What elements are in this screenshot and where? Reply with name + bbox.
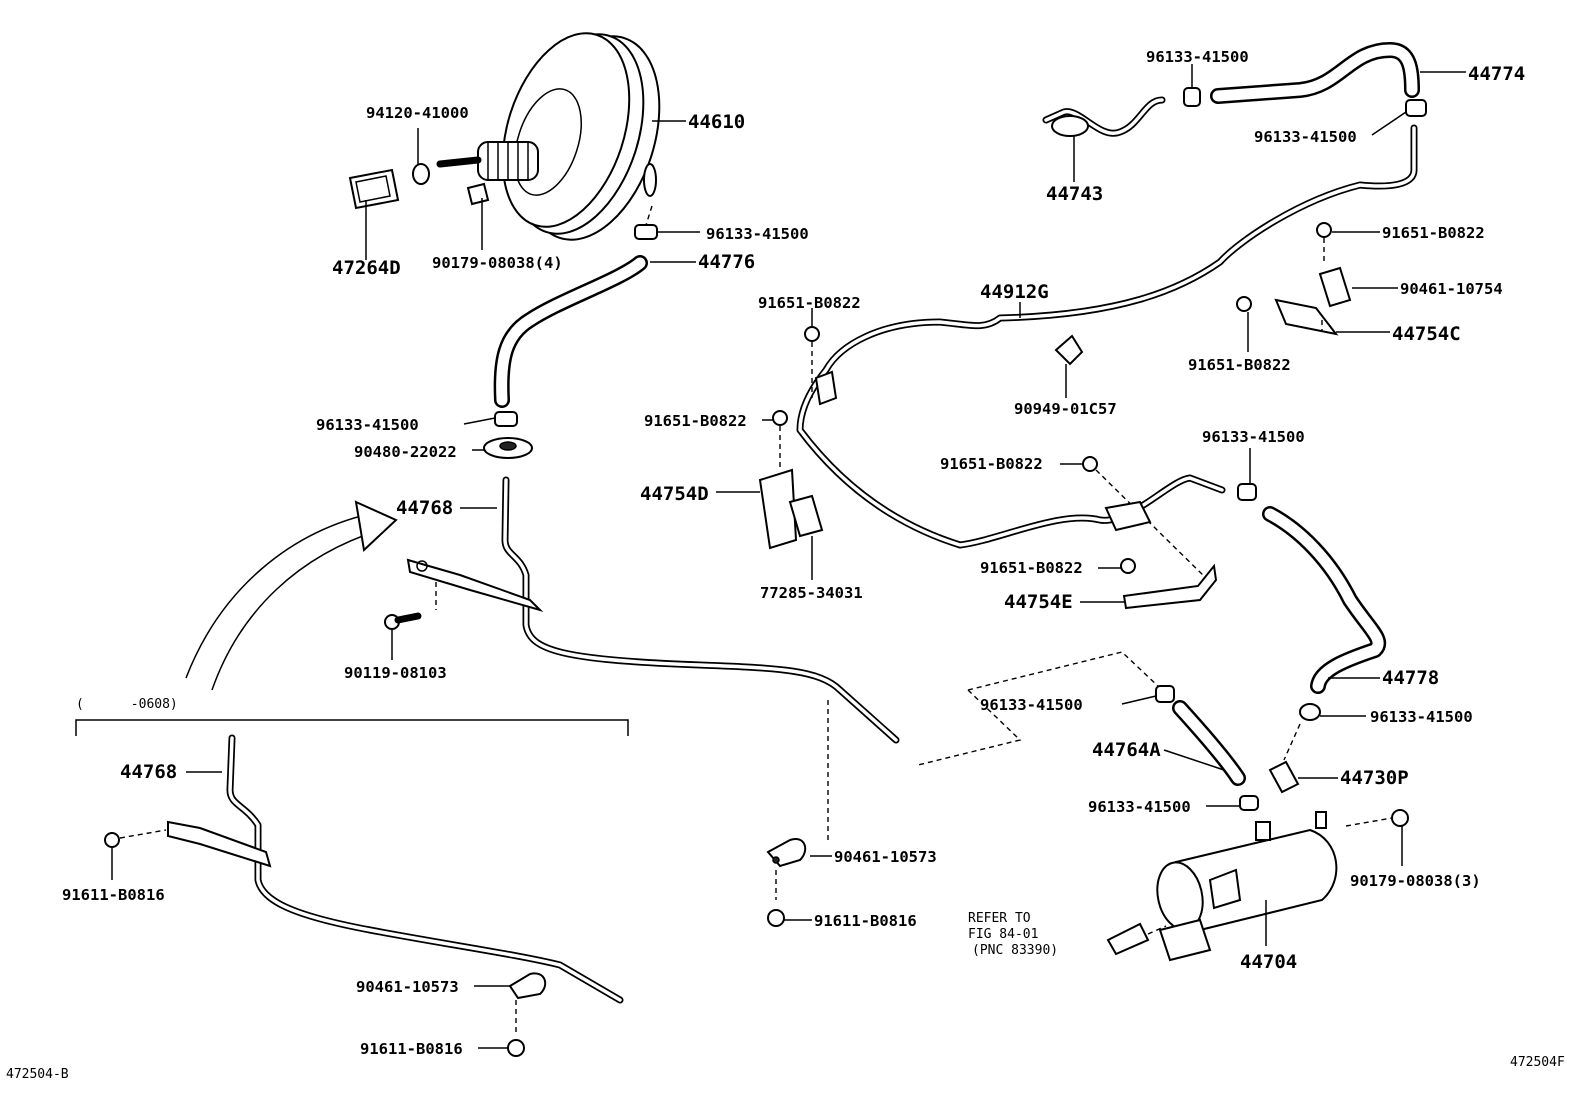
label-94120-41000: 94120-41000 xyxy=(366,104,469,122)
label-91651-B0822-a: 91651-B0822 xyxy=(1382,224,1485,242)
label-90179-08038-3: 90179-08038(3) xyxy=(1350,872,1481,890)
label-90461-10754: 90461-10754 xyxy=(1400,280,1503,298)
label-90461-10573-b: 90461-10573 xyxy=(356,978,459,996)
label-91651-B0822-c: 91651-B0822 xyxy=(1188,356,1291,374)
label-90179-08038-4: 90179-08038(4) xyxy=(432,254,563,272)
label-44730P: 44730P xyxy=(1340,767,1409,789)
label-96133-41500-h: 96133-41500 xyxy=(1088,798,1191,816)
label-90480-22022: 90480-22022 xyxy=(354,443,457,461)
nut-94120 xyxy=(412,163,430,185)
label-77285-34031: 77285-34031 xyxy=(760,584,863,602)
label-44912G: 44912G xyxy=(980,281,1049,303)
label-47264D: 47264D xyxy=(332,257,401,279)
charcoal-canister xyxy=(1156,811,1338,962)
label-96133-41500-a: 96133-41500 xyxy=(706,225,809,243)
label-96133-41500-c: 96133-41500 xyxy=(1146,48,1249,66)
label-44778: 44778 xyxy=(1382,667,1439,689)
label-44754E: 44754E xyxy=(1004,591,1073,613)
refer-note-line3: (PNC 83390) xyxy=(972,943,1058,958)
label-44776: 44776 xyxy=(698,251,755,273)
label-91651-B0822-b: 91651-B0822 xyxy=(758,294,861,312)
label-44704: 44704 xyxy=(1240,951,1297,973)
label-44768-b: 44768 xyxy=(120,761,177,783)
label-96133-41500-g: 96133-41500 xyxy=(1370,708,1473,726)
range-note: ( -0608) xyxy=(76,697,178,712)
label-44774: 44774 xyxy=(1468,63,1525,85)
label-90949-01C57: 90949-01C57 xyxy=(1014,400,1117,418)
label-91611-B0816-b: 91611-B0816 xyxy=(62,886,165,904)
figure-code-right: 472504F xyxy=(1510,1055,1565,1070)
clevis xyxy=(348,168,400,210)
label-44754C: 44754C xyxy=(1392,323,1461,345)
label-44754D: 44754D xyxy=(640,483,709,505)
label-91651-B0822-e: 91651-B0822 xyxy=(940,455,1043,473)
label-91651-B0822-f: 91651-B0822 xyxy=(980,559,1083,577)
label-91651-B0822-d: 91651-B0822 xyxy=(644,412,747,430)
label-91611-B0816-a: 91611-B0816 xyxy=(814,912,917,930)
label-44610: 44610 xyxy=(688,111,745,133)
refer-note-line2: FIG 84-01 xyxy=(968,927,1038,942)
figure-code-left: 472504-B xyxy=(6,1067,69,1082)
label-96133-41500-f: 96133-41500 xyxy=(980,696,1083,714)
label-96133-41500-d: 96133-41500 xyxy=(1254,128,1357,146)
label-44764A: 44764A xyxy=(1092,739,1161,761)
label-44743: 44743 xyxy=(1046,183,1103,205)
label-96133-41500-b: 96133-41500 xyxy=(316,416,419,434)
nut-90179 xyxy=(466,182,490,206)
label-90461-10573-a: 90461-10573 xyxy=(834,848,937,866)
label-44768-a: 44768 xyxy=(396,497,453,519)
label-96133-41500-e: 96133-41500 xyxy=(1202,428,1305,446)
refer-note-line1: REFER TO xyxy=(968,911,1031,926)
label-90119-08103: 90119-08103 xyxy=(344,664,447,682)
label-91611-B0816-c: 91611-B0816 xyxy=(360,1040,463,1058)
brake-booster xyxy=(436,32,661,241)
